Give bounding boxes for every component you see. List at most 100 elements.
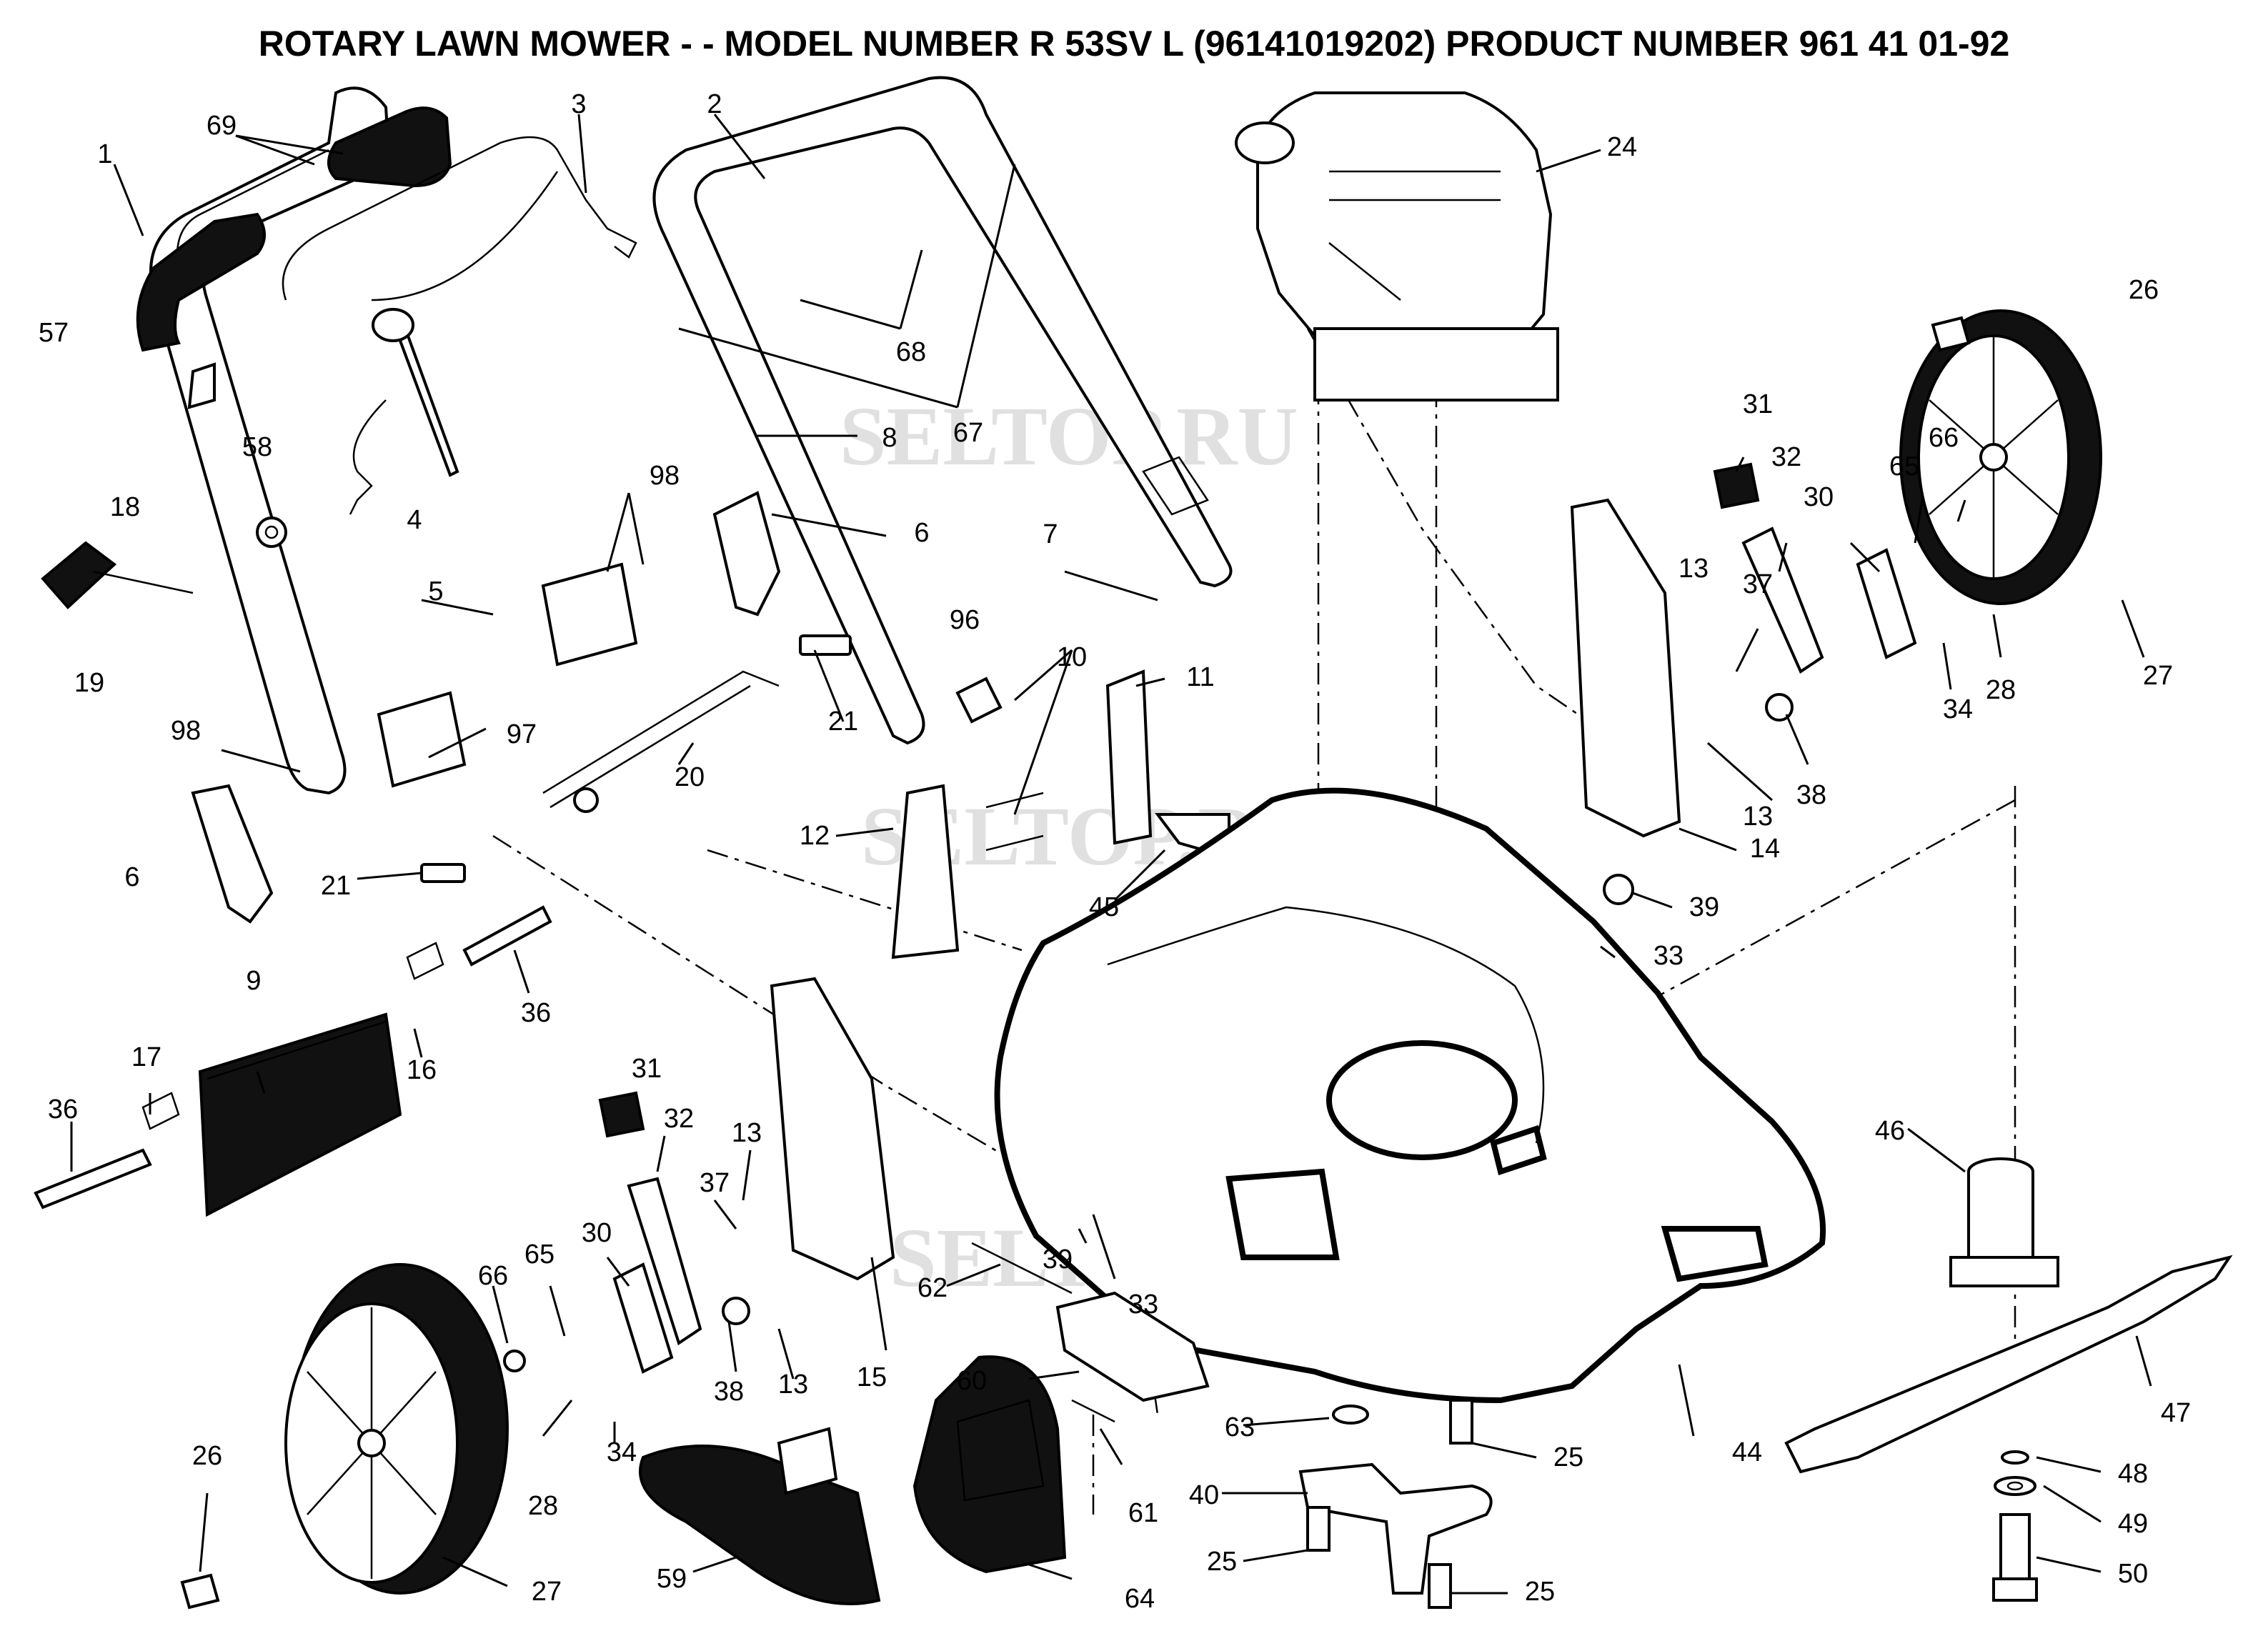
callout-69: 69: [207, 111, 237, 141]
long-bolt-36: [34, 905, 552, 1209]
bracket-57: [187, 362, 216, 409]
wheel-nut-26: [180, 316, 1971, 1610]
callout-3: 3: [571, 89, 586, 119]
callout-26b: 26: [192, 1441, 222, 1471]
callout-49: 49: [2118, 1509, 2148, 1539]
callout-61: 61: [1128, 1498, 1158, 1528]
callout-21b: 21: [321, 871, 351, 901]
callout-39a: 39: [1689, 892, 1719, 922]
callout-36b: 36: [48, 1094, 78, 1124]
spring-16-17: [141, 942, 444, 1130]
adjuster-lever-32: [627, 527, 1824, 1346]
callout-98a: 98: [650, 461, 680, 491]
cable-clip-96: [955, 677, 1003, 724]
callout-96: 96: [950, 605, 980, 635]
blade-adaptor-46: [1949, 1157, 2059, 1287]
callout-5: 5: [428, 577, 443, 607]
height-bracket-14: [1570, 498, 1681, 838]
blade-bolt-50: [1992, 1513, 2038, 1602]
callout-38a: 38: [1796, 780, 1826, 810]
callout-58: 58: [242, 432, 272, 462]
callout-27b: 27: [532, 1577, 562, 1607]
callout-63: 63: [1225, 1412, 1255, 1442]
callout-25b: 25: [1207, 1547, 1237, 1577]
callout-68: 68: [896, 337, 926, 367]
callout-32b: 32: [664, 1104, 694, 1134]
callout-30a: 30: [1804, 482, 1834, 512]
callout-numbers: 1 2 3 4 5 6 6 7 8 9 10 11 12 13 13 13 13…: [39, 89, 2191, 1614]
callout-37b: 37: [700, 1168, 730, 1198]
callout-13a: 13: [1678, 554, 1709, 584]
callout-12: 12: [800, 821, 830, 851]
discharge-door-60: [1055, 1291, 1210, 1402]
blade-washers-48-49: [1994, 1450, 2036, 1496]
lever-knob-31: [598, 462, 1760, 1138]
callout-7: 7: [1043, 519, 1058, 549]
callout-15: 15: [857, 1362, 887, 1392]
pivot-pins-10: [985, 792, 1044, 852]
hex-nut-18: [256, 517, 287, 548]
callout-19: 19: [74, 668, 104, 698]
callout-38b: 38: [714, 1377, 744, 1407]
callout-50: 50: [2118, 1559, 2148, 1589]
callout-44: 44: [1732, 1437, 1762, 1467]
callout-64: 64: [1125, 1584, 1155, 1614]
callout-16: 16: [407, 1055, 437, 1085]
callout-48: 48: [2118, 1459, 2148, 1489]
callout-13b: 13: [1743, 802, 1773, 832]
callout-32a: 32: [1771, 442, 1801, 472]
rear-wheel-27: [1899, 309, 2102, 605]
door-rod-62: [971, 1242, 1073, 1295]
axle-bracket-30: [612, 548, 1917, 1374]
mulch-plug-59: [639, 1427, 881, 1605]
callout-30b: 30: [582, 1218, 612, 1248]
callout-31a: 31: [1743, 389, 1773, 419]
callout-13c: 13: [732, 1118, 762, 1148]
callout-8: 8: [882, 423, 897, 453]
leader-lines: [70, 114, 2152, 1595]
callout-47: 47: [2161, 1398, 2191, 1428]
callout-98b: 98: [171, 716, 201, 746]
callout-25a: 25: [1553, 1442, 1583, 1472]
callout-6b: 6: [124, 862, 139, 892]
callout-60: 60: [957, 1366, 987, 1396]
callout-4: 4: [407, 505, 422, 535]
callout-26a: 26: [2129, 275, 2159, 305]
watermark: SELTOP.RU: [840, 389, 1298, 483]
handle-bracket-97: [377, 562, 638, 788]
height-adjuster-rod-20: [542, 670, 780, 813]
callout-28b: 28: [528, 1491, 558, 1521]
callout-45: 45: [1089, 892, 1119, 922]
mower-deck-44: [994, 787, 1826, 1404]
callout-34b: 34: [607, 1437, 637, 1467]
callout-33a: 33: [1653, 941, 1683, 971]
callout-62: 62: [917, 1273, 948, 1303]
callout-9: 9: [246, 966, 261, 996]
diagram-title: ROTARY LAWN MOWER - - MODEL NUMBER R 53S…: [259, 24, 2010, 64]
callout-20: 20: [675, 762, 705, 792]
callout-34a: 34: [1943, 694, 1973, 724]
callout-24: 24: [1607, 132, 1637, 162]
callout-17: 17: [131, 1042, 161, 1072]
choke-cable: [372, 308, 459, 477]
callout-10: 10: [1057, 642, 1087, 672]
callout-65a: 65: [1889, 452, 1919, 482]
callout-59: 59: [657, 1564, 687, 1594]
nut-63: [1332, 1405, 1369, 1425]
callout-25c: 25: [1525, 1577, 1555, 1607]
handle-grip: [136, 106, 452, 352]
callout-31b: 31: [632, 1054, 662, 1084]
callout-6a: 6: [914, 518, 929, 548]
control-bail: [282, 136, 637, 515]
callout-65b: 65: [524, 1240, 554, 1270]
callout-2: 2: [707, 89, 722, 119]
blade-47: [1784, 1255, 2233, 1474]
height-bracket-15: [770, 977, 895, 1281]
engine-mount-plates-11-12: [891, 669, 1153, 959]
callout-13d: 13: [778, 1370, 808, 1400]
callout-66b: 66: [478, 1261, 508, 1291]
callout-1: 1: [97, 139, 112, 169]
front-wheel-27: [284, 1263, 509, 1595]
knob-19: [41, 541, 194, 609]
